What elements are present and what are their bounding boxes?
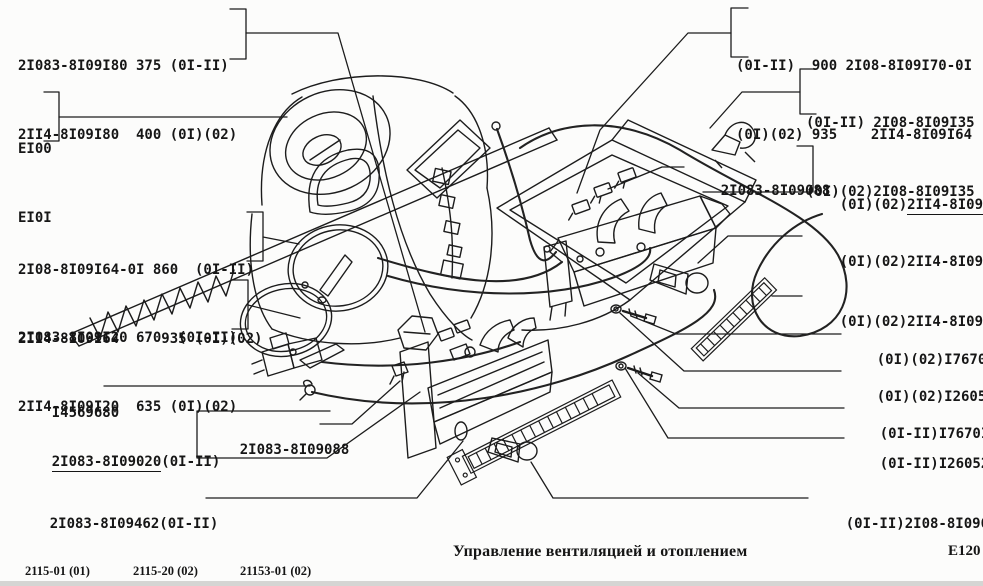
callout-line: (0I-II) 2I08-8I09I35 [806, 115, 975, 131]
callout-line: (0I-II) 900 2I08-8I09I70-0I [736, 58, 973, 74]
callout-line: 2I083-8I09I80 375 (0I-II) [18, 58, 229, 74]
faceplate-0111 [446, 379, 622, 486]
callout-line: (0I)(02) 935 2II4-8I09I64 [736, 127, 973, 143]
model-variant-list-col3: 21153-01 (02) 21153-21 (02) [240, 564, 312, 578]
control-cables [310, 121, 848, 405]
cable-clip-8109135 [711, 121, 756, 169]
callout-8109462-faceplate-left: 2I083-8I09462(0I-II) [49, 516, 219, 532]
callout-8109044-handle-0111: (0I-II)2I08-8I09044 [845, 516, 983, 532]
cable-rings-and-tap [239, 224, 409, 401]
underlined-part-number: 2II4-8I09020 [907, 197, 983, 215]
callout-washer-0102: (0I)(02)I2605270 [876, 389, 983, 405]
callout-line: EI00 [18, 141, 52, 157]
faceplate-0102 [690, 276, 778, 362]
callout-line: EI0I [18, 210, 52, 226]
callout-line: 2I08-8I09I64-0I 860 (0I-II) [18, 262, 255, 278]
callout-8109088-clip-left: 2I083-8I09088 [239, 442, 350, 458]
lever-handle-0111 [487, 437, 538, 463]
callout-line: 2I083-8I09I20 670 (0I-II) [18, 330, 238, 346]
heater-housing [69, 75, 757, 347]
callout-8109135-clip: (0I-II) 2I08-8I09I35 (0I)(02)2I08-8I09I3… [806, 66, 975, 250]
callout-screw-0102: (0I)(02)I7670I0I [876, 352, 983, 368]
callout-leader-lines [43, 7, 845, 499]
callout-8109462-faceplate-0102: (0I)(02)2II4-8I09462 [839, 314, 983, 330]
figure-caption: Управление вентиляцией и отоплением [453, 543, 748, 560]
callout-8109020-assembly: 2I083-8I09020(0I-II) [51, 454, 221, 472]
callout-8109044-handle-0102: (0I)(02)2II4-8I09044 [839, 254, 983, 270]
callout-line: 2II4-8I09I80 400 (0I)(02) [18, 127, 238, 143]
page-bottom-edge [0, 581, 983, 586]
model-variant-list-col1: 2115-01 (01) 2115-03 (02) [25, 564, 90, 578]
callout-8109120-cable: 2I083-8I09I20 670 (0I-II) 2II4-8I09I20 6… [18, 281, 237, 465]
callout-line: 2II4-8I09I20 635 (0I)(02) [18, 399, 238, 415]
control-unit-0111 [397, 315, 553, 459]
callout-line: (0I)(02)2I08-8I09I35 [806, 184, 975, 200]
callout-8109020-assembly-right: (0I)(02)2II4-8I09020 [806, 171, 983, 240]
screws-and-washers [610, 304, 663, 383]
callout-14569680-clamp: I4569680 [51, 405, 120, 421]
callout-washer-0111: (0I-II)I2605270 [879, 456, 983, 472]
control-unit-0102 [543, 167, 731, 321]
callout-8109180-cable: 2I083-8I09I80 375 (0I-II) 2II4-8I09I80 4… [18, 9, 237, 193]
sheet-code: E120 [948, 543, 981, 559]
callout-8109088-clip-right: 2I083-8I09088 [720, 183, 831, 199]
callout-screw-0111: (0I-II)I7670I0I [879, 426, 983, 442]
callout-8109164-cable: 2I08-8I09I64-0I 860 (0I-II) 2II4-8I09I64… [18, 213, 262, 397]
callout-line: 2II4-8I09I64 935 (0I)(02) [18, 331, 263, 347]
lever-handle-0102 [649, 263, 709, 295]
underlined-part-number: 2I083-8I09020 [51, 454, 162, 472]
callout-8109170-cable: (0I-II) 900 2I08-8I09I70-0I (0I)(02) 935… [736, 9, 972, 193]
callout-section-ref-e100-e101: EI00 EI0I [18, 92, 52, 276]
model-variant-list-col2: 2115-20 (02) 2115-21 (02) 2115-23 (02) [133, 564, 198, 578]
